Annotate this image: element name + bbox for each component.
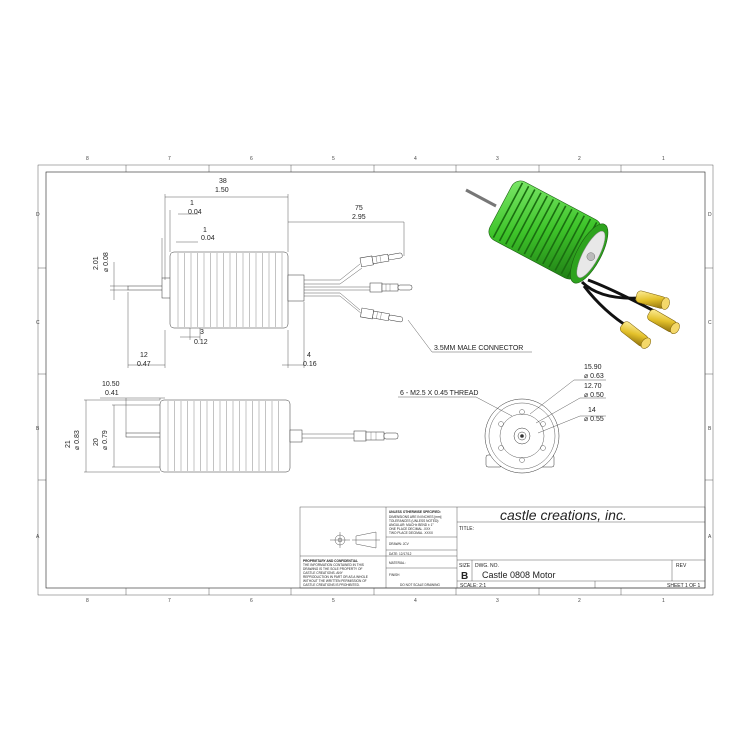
proprietary-line-6: CASTLE CREATIONS IS PROHIBITED. <box>303 583 360 587</box>
dim-body-dia-mm: 21 <box>65 440 72 448</box>
dim-shaft-length-in: 0.47 <box>137 361 151 368</box>
thread-callout: 6 - M2.5 X 0.45 THREAD <box>400 390 478 397</box>
dwg-label: DWG. NO. <box>475 563 499 569</box>
third-angle-projection-symbol <box>330 531 380 549</box>
zone-col-6-top: 6 <box>250 156 253 162</box>
dim-step1-in: 0.04 <box>188 209 202 216</box>
zone-row-b-left: B <box>36 426 40 432</box>
zone-col-4-bottom: 4 <box>414 598 417 604</box>
proprietary-line-5: WITHOUT THE WRITTEN PERMISSION OF <box>303 579 367 583</box>
zone-col-6-bottom: 6 <box>250 598 253 604</box>
proprietary-line-2: DRAWING IS THE SOLE PROPERTY OF <box>303 567 362 571</box>
zone-col-5-bottom: 5 <box>332 598 335 604</box>
dim-step2-mm: 1 <box>203 227 207 234</box>
sheet-label: SHEET 1 OF 1 <box>667 583 700 589</box>
top-view-leads <box>304 263 370 315</box>
front-view-motor <box>484 398 560 474</box>
zone-col-5-top: 5 <box>332 156 335 162</box>
zone-col-2-bottom: 2 <box>578 598 581 604</box>
zone-col-3-top: 3 <box>496 156 499 162</box>
zone-col-1-top: 1 <box>662 156 665 162</box>
outer-border <box>37 164 714 596</box>
scale-label: SCALE: 2:1 <box>460 583 486 589</box>
proprietary-line-1: THE INFORMATION CONTAINED IN THIS <box>303 563 364 567</box>
zone-col-8-bottom: 8 <box>86 598 89 604</box>
zone-row-c-right: C <box>708 320 712 326</box>
zone-row-a-right: A <box>708 534 712 540</box>
top-view-connectors <box>359 252 413 323</box>
dim-overall-mm: 38 <box>219 178 227 185</box>
date-label: DATE: 12/17/12 <box>389 552 412 556</box>
dim-can-dia-mm: 20 <box>93 438 100 446</box>
dim-lead-mm: 75 <box>355 205 363 212</box>
dim-lead-in: 2.95 <box>352 214 366 221</box>
dim-body-dia-in: ⌀ 0.83 <box>74 430 81 450</box>
zone-row-a-left: A <box>36 534 40 540</box>
front-view-leaders <box>398 379 606 434</box>
dim-shaft-length-mm: 12 <box>140 352 148 359</box>
dim-shaft-dia-mm: 2.01 <box>93 256 100 270</box>
material-label: MATERIAL: <box>389 561 406 565</box>
size-label: SIZE <box>459 563 471 569</box>
dim-fin-offset-mm: 3 <box>200 329 204 336</box>
side-view-dimension-lines <box>84 397 165 473</box>
dim-hub-in: ⌀ 0.55 <box>584 416 604 423</box>
dim-side-shaft-mm: 10.50 <box>102 381 120 388</box>
proprietary-title: PROPRIETARY AND CONFIDENTIAL <box>303 559 358 563</box>
dim-side-shaft-in: 0.41 <box>105 390 119 397</box>
unless-line-3: ANGULAR: MACH± BEND ± 1° <box>389 523 434 527</box>
zone-col-1-bottom: 1 <box>662 598 665 604</box>
finish-label: FINISH <box>389 573 400 577</box>
dim-bolt-circle-in: ⌀ 0.63 <box>584 373 604 380</box>
dim-step1-mm: 1 <box>190 200 194 207</box>
zone-row-c-left: C <box>36 320 40 326</box>
title-label: TITLE: <box>459 526 474 532</box>
zone-row-b-right: B <box>708 426 712 432</box>
proprietary-line-3: CASTLE CREATIONS. ANY <box>303 571 344 575</box>
dim-can-dia-in: ⌀ 0.79 <box>102 430 109 450</box>
unless-title: UNLESS OTHERWISE SPECIFIED: <box>389 510 441 514</box>
company-name: castle creations, inc. <box>500 507 627 523</box>
dim-hub-mm: 14 <box>588 407 596 414</box>
dim-shaft-dia-in: ⌀ 0.08 <box>103 252 110 272</box>
zone-col-7-top: 7 <box>168 156 171 162</box>
unless-line-1: DIMENSIONS ARE IN INCHES [mm] <box>389 515 442 519</box>
dim-step2-in: 0.04 <box>201 235 215 242</box>
zone-col-4-top: 4 <box>414 156 417 162</box>
dim-bolt-circle-mm: 15.90 <box>584 364 602 371</box>
dwg-value: Castle 0808 Motor <box>482 570 556 580</box>
drawn-label: DRAWN: JCV <box>389 542 410 546</box>
dim-overall-in: 1.50 <box>215 187 229 194</box>
proprietary-line-4: REPRODUCTION IN PART OR AS A WHOLE <box>303 575 368 579</box>
dim-boss-length-mm: 4 <box>307 352 311 359</box>
dim-boss-length-in: 0.16 <box>303 361 317 368</box>
top-view-motor <box>127 251 305 329</box>
zone-col-7-bottom: 7 <box>168 598 171 604</box>
unless-line-4: ONE PLACE DECIMAL .XXX <box>389 527 431 531</box>
zone-row-d-left: D <box>36 212 40 218</box>
size-value: B <box>461 571 468 582</box>
unless-line-2: TOLERANCES (UNLESS NOTED): <box>389 519 439 523</box>
dim-pilot-in: ⌀ 0.50 <box>584 392 604 399</box>
dim-fin-offset-in: 0.12 <box>194 339 208 346</box>
no-scale-note: DO NOT SCALE DRAWING <box>400 583 440 587</box>
zone-col-8-top: 8 <box>86 156 89 162</box>
connector-callout: 3.5MM MALE CONNECTOR <box>434 345 523 352</box>
dim-pilot-mm: 12.70 <box>584 383 602 390</box>
zone-col-3-bottom: 3 <box>496 598 499 604</box>
rev-label: REV <box>676 563 687 569</box>
title-block-lines <box>299 506 706 589</box>
side-view-motor <box>125 399 399 473</box>
zone-ticks <box>38 165 713 595</box>
zone-row-d-right: D <box>708 212 712 218</box>
isometric-motor-render <box>465 180 680 349</box>
top-view-dimension-lines <box>110 194 532 368</box>
zone-col-2-top: 2 <box>578 156 581 162</box>
unless-line-5: TWO PLACE DECIMAL .XXXX <box>389 531 434 535</box>
